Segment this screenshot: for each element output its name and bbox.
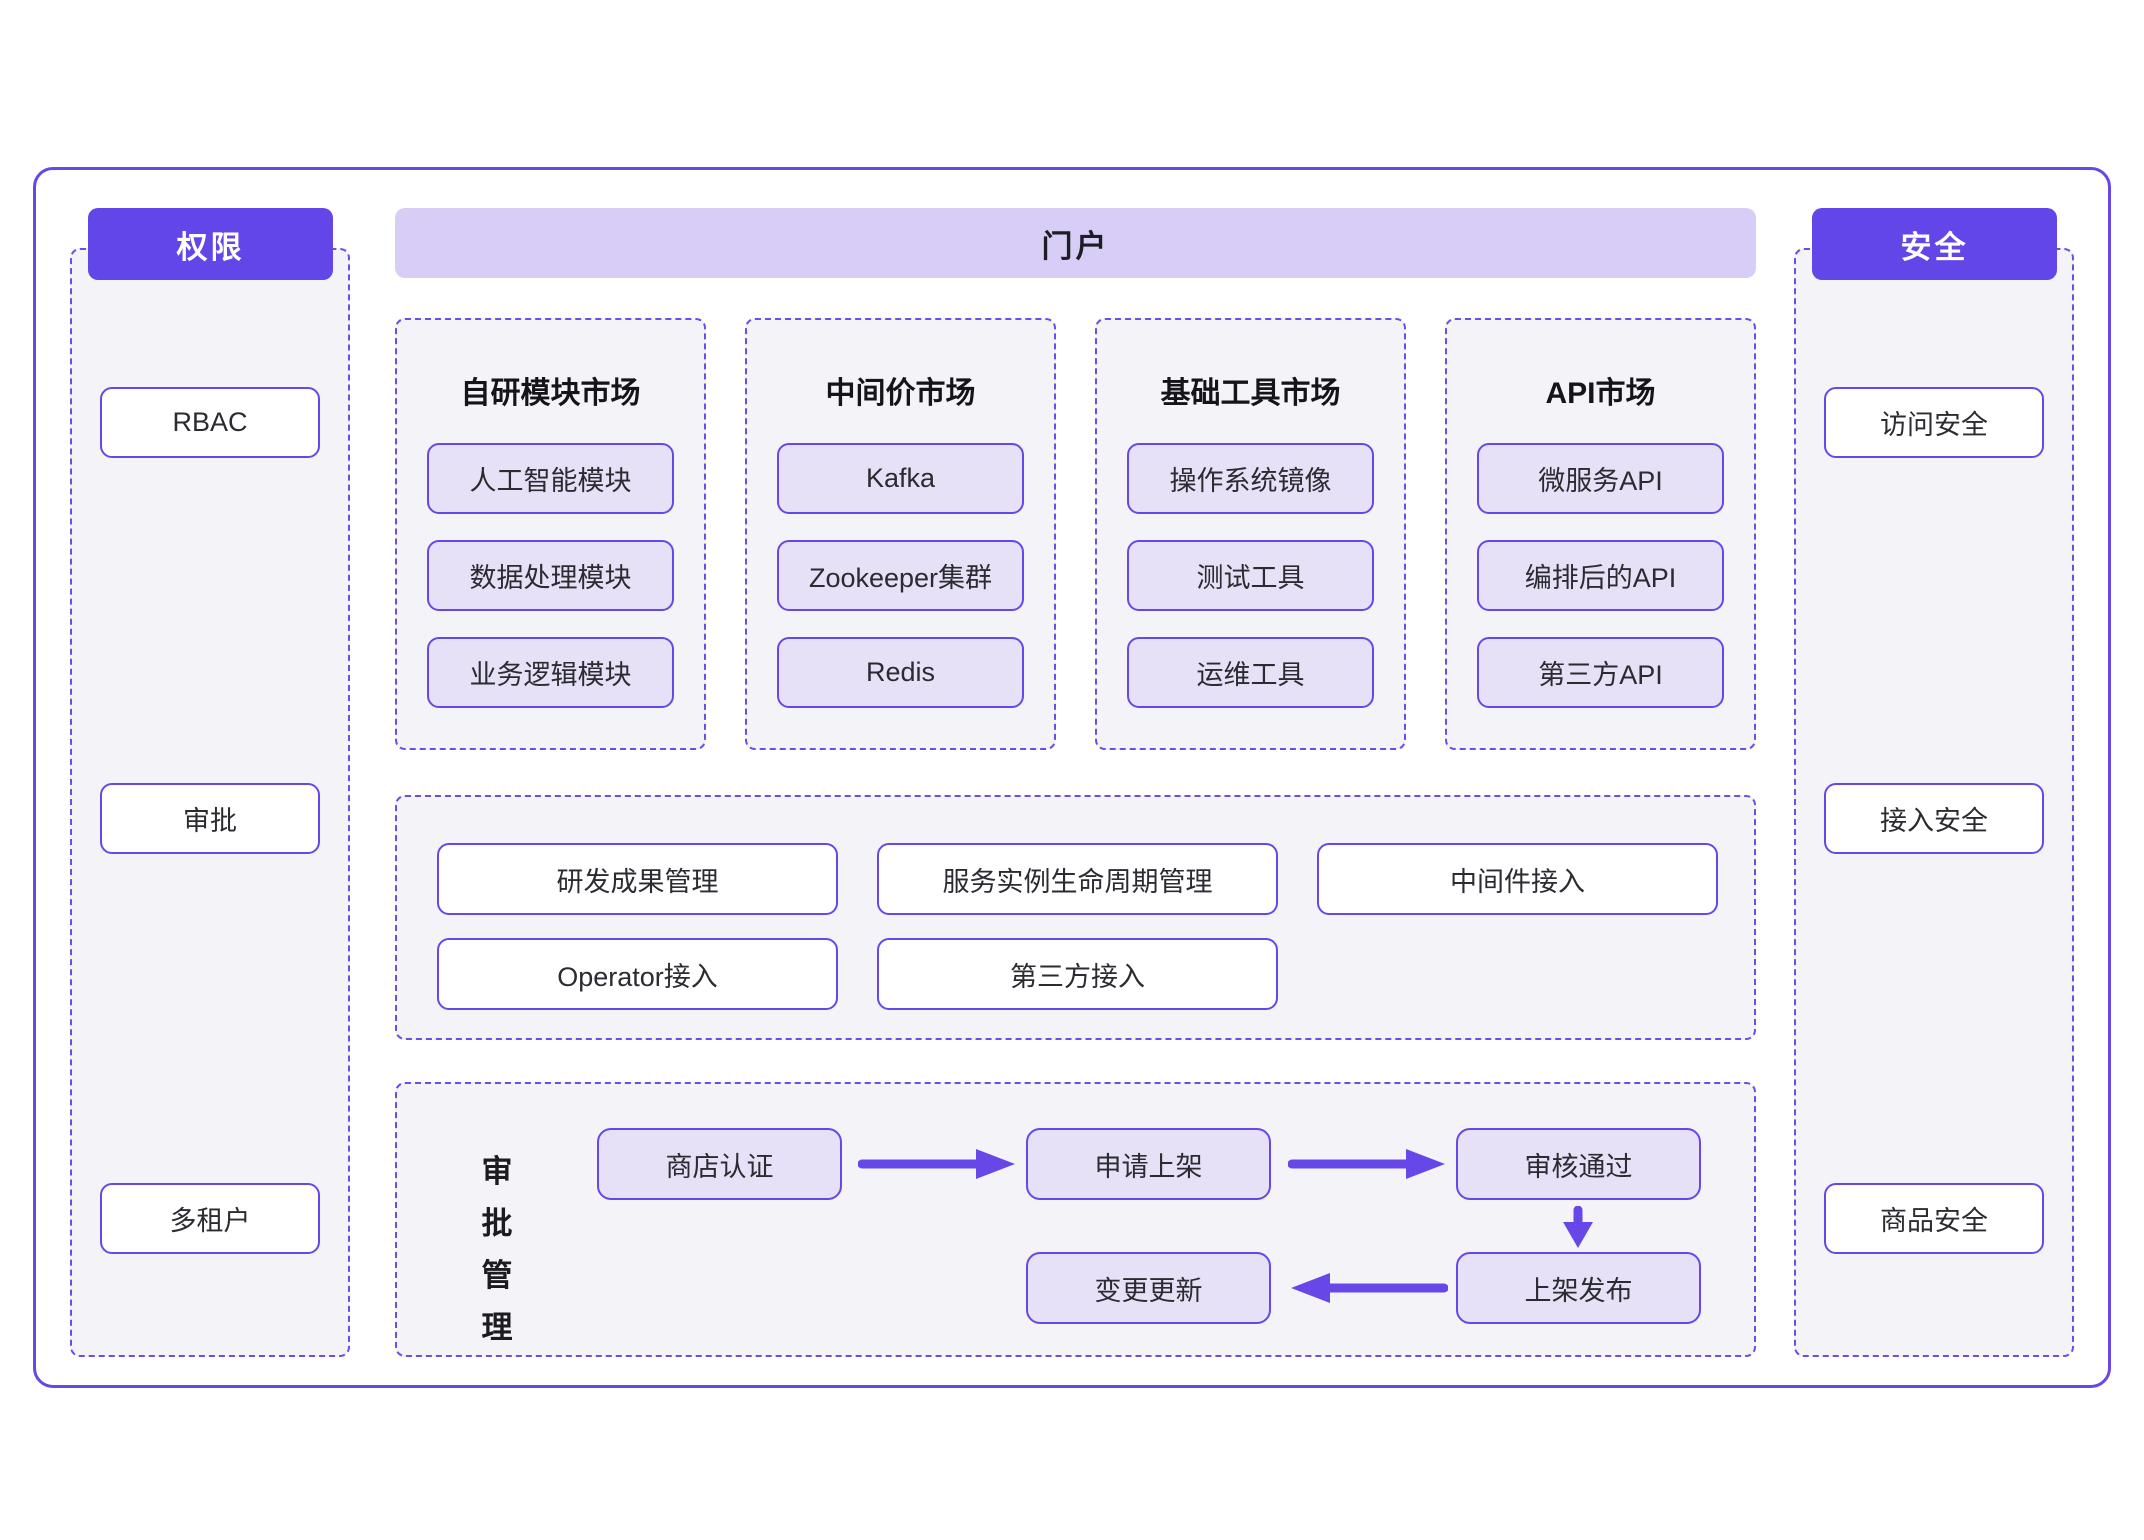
node-service-lifecycle-mgmt-label: 服务实例生命周期管理 <box>942 866 1213 897</box>
node-approval: 审批 <box>100 783 320 854</box>
node-kafka-label: Kafka <box>865 463 936 493</box>
node-rd-results-mgmt-label: 研发成果管理 <box>556 866 719 897</box>
security-header: 安全 <box>1812 208 2057 280</box>
node-thirdparty-api: 第三方API <box>1477 637 1724 708</box>
node-ingress-security: 接入安全 <box>1824 783 2044 854</box>
node-middleware-access-label: 中间件接入 <box>1450 866 1585 897</box>
node-thirdparty-api-label: 第三方API <box>1538 660 1663 690</box>
node-thirdparty-access-label: 第三方接入 <box>1010 961 1145 992</box>
node-middleware-access: 中间件接入 <box>1317 843 1718 915</box>
node-multitenant-label: 多租户 <box>169 1206 251 1236</box>
node-apply-listing-label: 申请上架 <box>1094 1151 1203 1182</box>
portal-header: 门户 <box>395 208 1756 278</box>
arrow-left-icon <box>1291 1273 1448 1303</box>
node-microservice-api-label: 微服务API <box>1538 466 1663 496</box>
node-test-tools: 测试工具 <box>1127 540 1374 611</box>
node-ai-module-label: 人工智能模块 <box>469 466 632 496</box>
node-os-image-label: 操作系统镜像 <box>1169 466 1332 496</box>
node-zookeeper-label: Zookeeper集群 <box>808 563 993 593</box>
market-title-middleware: 中间价市场 <box>825 377 976 410</box>
node-ingress-security-label: 接入安全 <box>1880 806 1988 836</box>
node-business-logic-module-label: 业务逻辑模块 <box>469 660 632 690</box>
node-zookeeper: Zookeeper集群 <box>777 540 1024 611</box>
node-data-processing-module: 数据处理模块 <box>427 540 674 611</box>
node-service-lifecycle-mgmt: 服务实例生命周期管理 <box>877 843 1278 915</box>
market-title-modules: 自研模块市场 <box>460 377 641 410</box>
node-change-update-label: 变更更新 <box>1094 1275 1203 1306</box>
node-operator-access: Operator接入 <box>437 938 838 1010</box>
node-os-image: 操作系统镜像 <box>1127 443 1374 514</box>
portal-header-label: 门户 <box>1041 228 1110 264</box>
node-orchestrated-api: 编排后的API <box>1477 540 1724 611</box>
node-product-security: 商品安全 <box>1824 1183 2044 1254</box>
node-orchestrated-api-label: 编排后的API <box>1524 563 1677 593</box>
node-publish-listing-label: 上架发布 <box>1524 1275 1633 1306</box>
node-store-certification: 商店认证 <box>597 1128 842 1200</box>
node-product-security-label: 商品安全 <box>1880 1206 1988 1236</box>
arrow-right-icon <box>1288 1149 1445 1179</box>
node-business-logic-module: 业务逻辑模块 <box>427 637 674 708</box>
permissions-header: 权限 <box>88 208 333 280</box>
node-thirdparty-access: 第三方接入 <box>877 938 1278 1010</box>
node-multitenant: 多租户 <box>100 1183 320 1254</box>
node-change-update: 变更更新 <box>1026 1252 1271 1324</box>
node-ops-tools: 运维工具 <box>1127 637 1374 708</box>
node-kafka: Kafka <box>777 443 1024 514</box>
approval-flow-label: 审批管理 <box>481 1154 513 1345</box>
node-access-security-label: 访问安全 <box>1880 410 1988 440</box>
arrow-right-icon <box>858 1149 1015 1179</box>
node-microservice-api: 微服务API <box>1477 443 1724 514</box>
permissions-header-label: 权限 <box>176 229 245 265</box>
node-test-tools-label: 测试工具 <box>1196 563 1305 593</box>
node-ai-module: 人工智能模块 <box>427 443 674 514</box>
node-operator-access-label: Operator接入 <box>557 961 718 992</box>
node-access-security: 访问安全 <box>1824 387 2044 458</box>
diagram-outer-border <box>33 167 2111 1388</box>
node-redis: Redis <box>777 637 1024 708</box>
node-redis-label: Redis <box>865 657 936 687</box>
node-rd-results-mgmt: 研发成果管理 <box>437 843 838 915</box>
node-store-certification-label: 商店认证 <box>665 1151 774 1182</box>
node-apply-listing: 申请上架 <box>1026 1128 1271 1200</box>
market-title-api: API市场 <box>1545 377 1656 410</box>
node-ops-tools-label: 运维工具 <box>1196 660 1305 690</box>
security-header-label: 安全 <box>1900 229 1969 265</box>
node-rbac-label: RBAC <box>172 407 248 437</box>
arrow-down-icon <box>1563 1206 1593 1248</box>
node-approval-label: 审批 <box>183 806 237 836</box>
node-review-passed: 审核通过 <box>1456 1128 1701 1200</box>
node-data-processing-module-label: 数据处理模块 <box>469 563 632 593</box>
node-review-passed-label: 审核通过 <box>1524 1151 1633 1182</box>
market-title-tools: 基础工具市场 <box>1160 377 1341 410</box>
node-publish-listing: 上架发布 <box>1456 1252 1701 1324</box>
node-rbac: RBAC <box>100 387 320 458</box>
